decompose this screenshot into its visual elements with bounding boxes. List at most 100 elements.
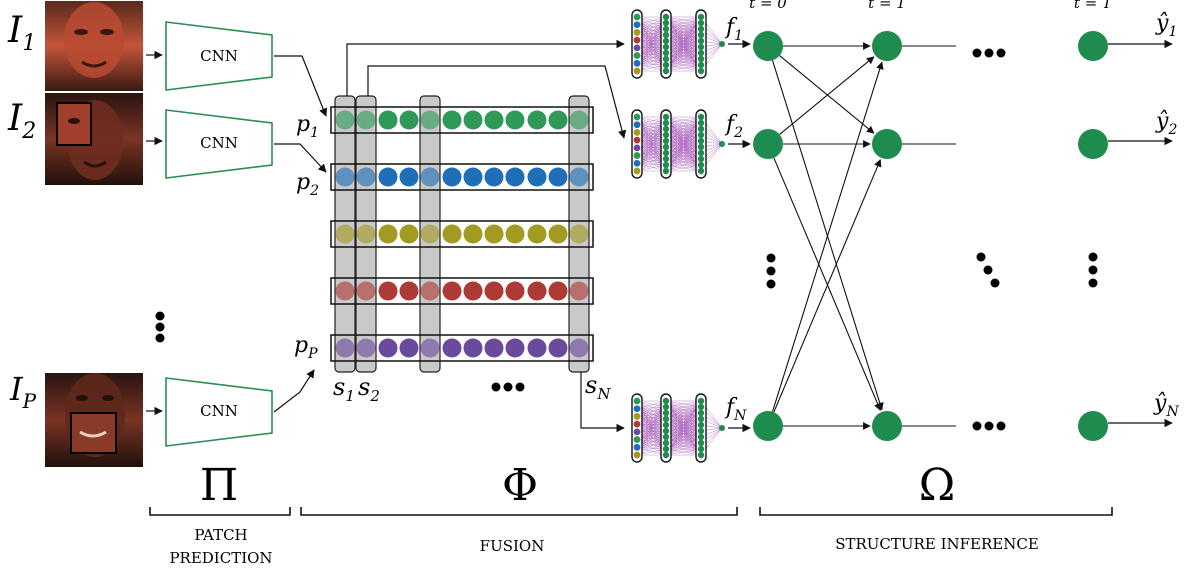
patch-cell	[569, 110, 589, 130]
patch-cell	[484, 224, 504, 244]
net-hidden-node	[662, 113, 670, 121]
net-hidden-node	[697, 37, 705, 45]
net-hidden-node	[697, 167, 705, 175]
patch-cell	[335, 110, 355, 130]
net-hidden-node	[662, 445, 670, 453]
net-hidden-node	[662, 43, 670, 51]
time-label-t: t = T	[1074, 0, 1113, 12]
net-hidden-node	[662, 125, 670, 133]
graph-node	[872, 129, 902, 159]
net-hidden-node	[697, 149, 705, 157]
bracket-fusion	[300, 507, 738, 516]
graph-node	[872, 31, 902, 61]
patch-cell	[463, 110, 483, 130]
patch-cell	[527, 281, 547, 301]
net-hidden-node	[662, 167, 670, 175]
net-hidden-node	[662, 415, 670, 423]
patch-cell	[335, 338, 355, 358]
net-input-node	[633, 36, 641, 44]
fusion-network-3	[631, 393, 725, 463]
net-hidden-node	[662, 161, 670, 169]
graph-node	[753, 411, 783, 441]
patch-cell	[442, 167, 462, 187]
patch-cell	[463, 224, 483, 244]
net-input-node	[633, 413, 641, 420]
horizontal-ellipsis-row-n	[972, 421, 1006, 431]
patch-cell	[569, 224, 589, 244]
net-input-node	[633, 152, 641, 159]
net-hidden-node	[697, 67, 705, 75]
horizontal-ellipsis-row-1	[972, 48, 1006, 58]
caption-patch-line1: PATCH	[194, 526, 247, 544]
net-hidden-node	[662, 61, 670, 69]
patch-row-5	[330, 334, 594, 362]
patch-cell	[420, 281, 440, 301]
net-hidden-node	[662, 37, 670, 45]
patch-cell	[484, 110, 504, 130]
net-input-node	[633, 420, 641, 428]
graph-edge	[779, 55, 875, 134]
stage-symbol-omega: Ω	[919, 460, 955, 511]
patch-cell	[399, 110, 419, 130]
net-input-node	[633, 121, 641, 129]
net-hidden-node	[697, 415, 705, 423]
stage-symbol-pi: Π	[200, 460, 238, 511]
vertical-ellipsis-t0	[766, 253, 776, 289]
patch-cell	[399, 224, 419, 244]
graph-node	[1078, 411, 1108, 441]
patch-cell	[420, 224, 440, 244]
net-input-node	[633, 59, 641, 67]
net-input-node	[633, 443, 641, 451]
patch-cell	[378, 281, 398, 301]
horizontal-ellipsis-segments	[491, 382, 525, 392]
net-hidden-node	[697, 43, 705, 51]
net-input-node	[633, 397, 641, 405]
net-hidden-node	[697, 397, 705, 405]
patch-row-4	[330, 277, 594, 305]
net-hidden-node	[697, 143, 705, 151]
graph-edge	[771, 61, 884, 412]
net-input-node	[633, 428, 641, 436]
patch-cell	[505, 338, 525, 358]
net-hidden-node	[662, 25, 670, 33]
patch-cell	[527, 338, 547, 358]
net-input-node	[633, 52, 641, 59]
net-hidden-node	[662, 49, 670, 57]
patch-cell	[548, 167, 568, 187]
input-image-p	[45, 373, 143, 467]
net-hidden-node	[697, 433, 705, 441]
patch-cell	[420, 338, 440, 358]
net-hidden-node	[662, 439, 670, 447]
graph-nodes	[753, 31, 1108, 441]
cnn-block-p: CNN	[165, 377, 273, 447]
patch-cell	[335, 167, 355, 187]
net-hidden-node	[662, 55, 670, 63]
net-hidden-node	[697, 155, 705, 163]
patch-cell	[378, 338, 398, 358]
patch-cell	[527, 167, 547, 187]
graph-edge	[773, 158, 882, 413]
net-hidden-node	[697, 31, 705, 39]
net-hidden-node	[697, 421, 705, 429]
net-hidden-node	[662, 409, 670, 417]
net-input-node	[633, 159, 641, 167]
net-hidden-node	[697, 403, 705, 411]
patch-cell	[442, 338, 462, 358]
net-output-node	[719, 41, 725, 47]
net-hidden-node	[697, 161, 705, 169]
patch-cell	[463, 281, 483, 301]
patch-cell	[378, 167, 398, 187]
caption-structure-inference: STRUCTURE INFERENCE	[835, 535, 1039, 553]
patch-cell	[442, 224, 462, 244]
input-image-1	[45, 1, 143, 91]
net-hidden-node	[662, 13, 670, 21]
patch-cell	[505, 167, 525, 187]
bracket-structure-inference	[759, 507, 1113, 516]
fusion-network-2	[631, 109, 725, 179]
bracket-patch-prediction	[149, 507, 291, 516]
patch-cell	[484, 281, 504, 301]
net-hidden-node	[697, 113, 705, 121]
patch-label-1: p1	[296, 112, 319, 141]
patch-cell	[335, 281, 355, 301]
